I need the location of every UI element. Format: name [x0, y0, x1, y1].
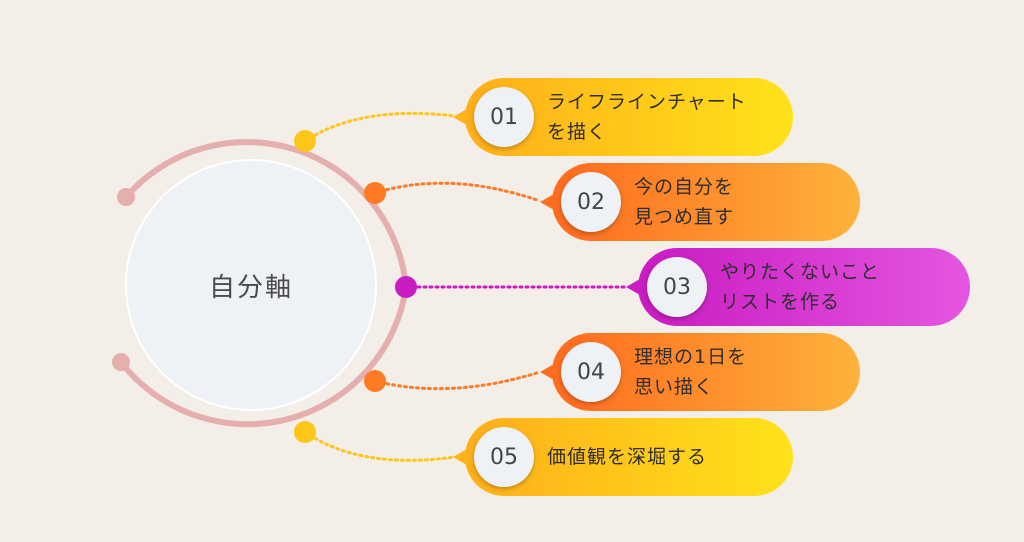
step-text-line-2: リストを作る	[720, 291, 841, 313]
ring-node-03	[395, 276, 417, 298]
step-text-line-1: 価値観を深堀する	[547, 446, 708, 468]
step-pill-05: 05 価値観を深堀する	[453, 418, 793, 496]
step-pill-04: 04 理想の1日を 思い描く	[540, 333, 860, 411]
step-pill-02: 02 今の自分を 見つめ直す	[540, 163, 860, 241]
step-text-line-2: を描く	[547, 121, 608, 143]
step-text-line-1: ライフラインチャート	[547, 91, 747, 113]
step-text-line-1: やりたくないこと	[720, 261, 881, 283]
outer-ring-arc-top	[123, 139, 409, 290]
step-pill-03: 03 やりたくないこと リストを作る	[626, 248, 970, 326]
center-label: 自分軸	[208, 272, 293, 303]
ring-node-04	[364, 370, 386, 392]
step-number-badge: 03	[647, 257, 707, 317]
step-text: ライフラインチャート を描く	[547, 78, 747, 156]
step-pill-01: 01 ライフラインチャート を描く	[453, 78, 793, 156]
step-number-badge: 04	[561, 342, 621, 402]
connector-05	[303, 430, 457, 462]
step-number-badge: 01	[474, 87, 534, 147]
step-text: 今の自分を 見つめ直す	[634, 163, 734, 241]
step-text: 理想の1日を 思い描く	[634, 333, 747, 411]
connector-02	[373, 181, 542, 203]
outer-ring-arc-bottom	[118, 284, 409, 428]
step-number-badge: 02	[561, 172, 621, 232]
pill-pointer	[453, 109, 467, 125]
step-number-badge: 05	[474, 427, 534, 487]
ring-end-dot-top	[117, 188, 135, 206]
ring-node-02	[364, 182, 386, 204]
ring-node-05	[294, 421, 316, 443]
pill-pointer	[540, 364, 554, 380]
connector-04	[373, 370, 542, 391]
connector-01	[303, 111, 457, 143]
step-text-line-1: 理想の1日を	[634, 346, 748, 368]
step-text-line-1: 今の自分を	[634, 176, 735, 198]
pill-pointer	[453, 449, 467, 465]
pill-pointer	[540, 194, 554, 210]
center-circle	[125, 159, 377, 411]
step-text: 価値観を深堀する	[547, 418, 707, 496]
step-text: やりたくないこと リストを作る	[720, 248, 880, 326]
step-text-line-2: 見つめ直す	[634, 206, 735, 228]
ring-end-dot-bottom	[112, 353, 130, 371]
pill-pointer	[626, 279, 640, 295]
ring-node-01	[294, 130, 316, 152]
step-text-line-2: 思い描く	[634, 376, 715, 398]
